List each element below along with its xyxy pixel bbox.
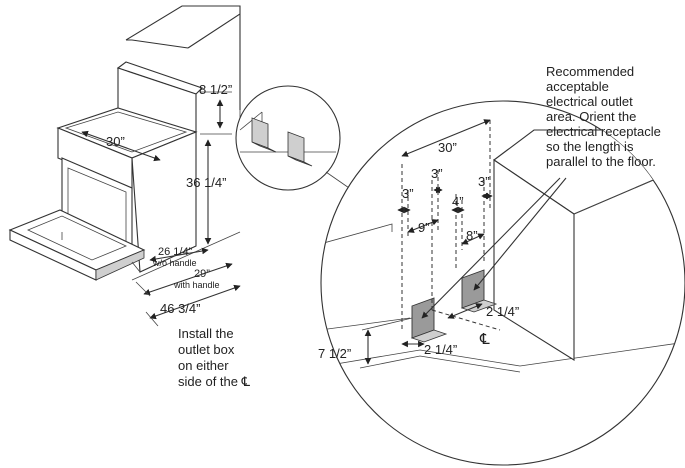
left-area-width-label: 9” [418,220,430,235]
outlet-note-line: acceptable [546,79,609,94]
cooktop-height-label: 36 1/4” [186,175,226,190]
left-box-gap-label: 2 1/4” [424,342,457,357]
center-right-offset-label: 4” [452,194,464,209]
right-offset-label: 3” [478,174,490,189]
right-area-width-label: 8” [466,228,478,243]
install-note-line: Install the [178,326,234,341]
small-detail-circle [235,85,353,191]
outlet-note-line: parallel to the floor. [546,154,656,169]
detail-width-label: 30” [438,140,457,155]
outlet-area-note: Recommended acceptable electrical outlet… [546,64,661,169]
install-note: Install the outlet box on either side of… [178,326,251,389]
depth-with-handle-label: 29” [194,268,210,280]
right-box-gap-label: 2 1/4” [486,304,519,319]
without-handle-note: w/o handle [152,258,197,268]
range-width-label: 30” [106,134,125,149]
left-offset-label: 3” [402,186,414,201]
outlet-note-line: electrical receptacle [546,124,661,139]
outlet-note-line: electrical outlet [546,94,633,109]
outlet-height-label: 7 1/2” [318,346,351,361]
outlet-note-line: so the length is [546,139,634,154]
backguard-height-label: 8 1/2” [199,82,232,97]
range-illustration [8,5,241,281]
install-note-line: on either [178,358,229,373]
door-open-depth-label: 46 3/4” [160,301,200,316]
outlet-note-line: area. Orient the [546,109,636,124]
depth-without-handle-label: 26 1/4” [158,246,193,258]
range-dimension-lines [81,91,241,327]
centerline-symbol: ℄ [479,331,490,348]
install-note-line: outlet box [178,342,235,357]
center-left-offset-label: 3” [431,166,443,181]
outlet-note-line: Recommended [546,64,634,79]
install-note-line: side of the ℄ [178,374,251,389]
with-handle-note: with handle [173,280,220,290]
